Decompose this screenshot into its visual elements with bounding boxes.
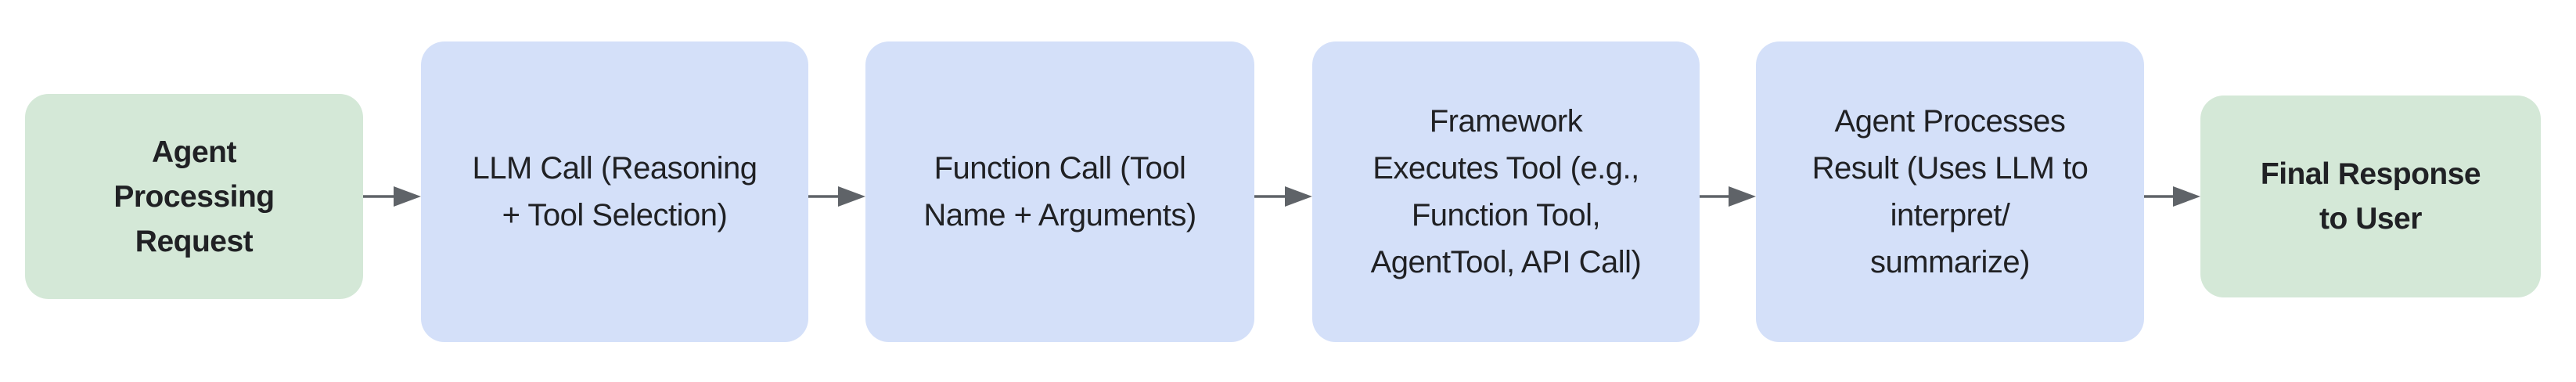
connector-arrow-icon-llm-call-to-function-call [808, 186, 865, 207]
flow-node-framework-executes-tool: Framework Executes Tool (e.g., Function … [1312, 41, 1700, 342]
flow-node-label: LLM Call (Reasoning + Tool Selection) [472, 151, 757, 232]
flow-node-label: Agent Processes Result (Uses LLM to inte… [1811, 104, 2089, 279]
flow-node-label: Final Response to User [2260, 157, 2481, 236]
flow-node-label: Framework Executes Tool (e.g., Function … [1370, 104, 1642, 279]
flow-node-agent-processes-result: Agent Processes Result (Uses LLM to inte… [1756, 41, 2144, 342]
connector-arrow-icon-framework-executes-tool-to-agent-processes-result [1700, 186, 1756, 207]
flow-node-agent-processing-request: Agent Processing Request [25, 94, 363, 299]
connector-arrow-icon-function-call-to-framework-executes-tool [1254, 186, 1312, 207]
connector-arrow-icon-agent-processing-request-to-llm-call [363, 186, 421, 207]
flow-node-label: Function Call (Tool Name + Arguments) [923, 151, 1196, 232]
flow-node-llm-call: LLM Call (Reasoning + Tool Selection) [421, 41, 808, 342]
connector-arrow-icon-agent-processes-result-to-final-response-to-user [2144, 186, 2200, 207]
flow-node-final-response-to-user: Final Response to User [2200, 96, 2541, 297]
flow-node-label: Agent Processing Request [113, 135, 275, 258]
flow-node-function-call: Function Call (Tool Name + Arguments) [865, 41, 1254, 342]
